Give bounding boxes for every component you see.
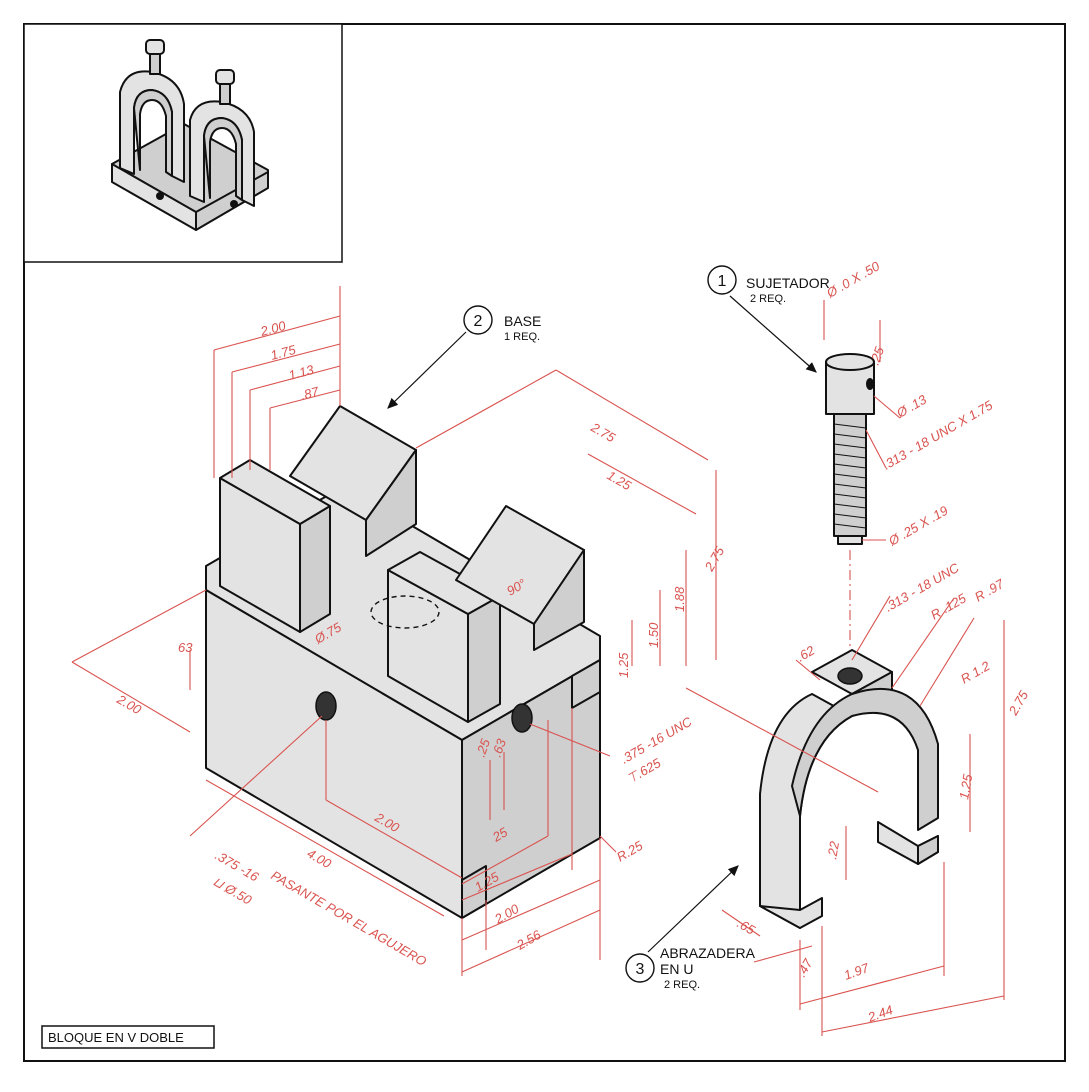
part-1-qty: 2 REQ.	[750, 293, 786, 305]
part-3-name-2: EN U	[660, 961, 693, 977]
fastener-part	[825, 353, 875, 672]
dimension-lines	[71, 286, 1005, 1036]
dim-2-00-top: 2.00	[258, 318, 288, 339]
dim-1-50: 1.50	[646, 622, 661, 648]
balloon-1-number: 1	[718, 273, 727, 290]
title-block	[41, 1025, 215, 1049]
balloon-1	[707, 265, 737, 295]
balloon-2-number: 2	[474, 313, 483, 330]
part-2-name: BASE	[504, 313, 541, 329]
part-2-qty: 1 REQ.	[504, 331, 540, 343]
thumbnail-assembly	[111, 39, 269, 231]
dim-1-25-side: 1.25	[616, 652, 631, 678]
dim-87: .87	[299, 384, 321, 403]
dim-25-side: .25	[473, 736, 494, 759]
balloon-2	[463, 305, 493, 335]
part-3-qty: 2 REQ.	[664, 979, 700, 991]
dim-fastener-25: .25	[867, 344, 888, 367]
balloons	[387, 265, 817, 983]
balloon-3-number: 3	[636, 961, 645, 978]
dim-clamp-22: .22	[824, 839, 842, 860]
part-1-name: SUJETADOR	[746, 275, 830, 291]
dim-1-75: 1.75	[269, 342, 298, 363]
dim-1-88: 1.88	[672, 586, 687, 612]
part-3-name: ABRAZADERA	[660, 945, 756, 961]
title-block-text: BLOQUE EN V DOBLE	[48, 1030, 184, 1045]
balloon-3	[625, 953, 655, 983]
clamp-part	[759, 649, 939, 929]
dim-1-13: 1.13	[287, 362, 316, 383]
dim-63-left: 63	[178, 640, 193, 655]
dim-25-bottom: 25	[489, 824, 511, 845]
dim-clamp-1-25: 1.25	[956, 772, 975, 800]
dim-63-side: .63	[489, 736, 510, 759]
